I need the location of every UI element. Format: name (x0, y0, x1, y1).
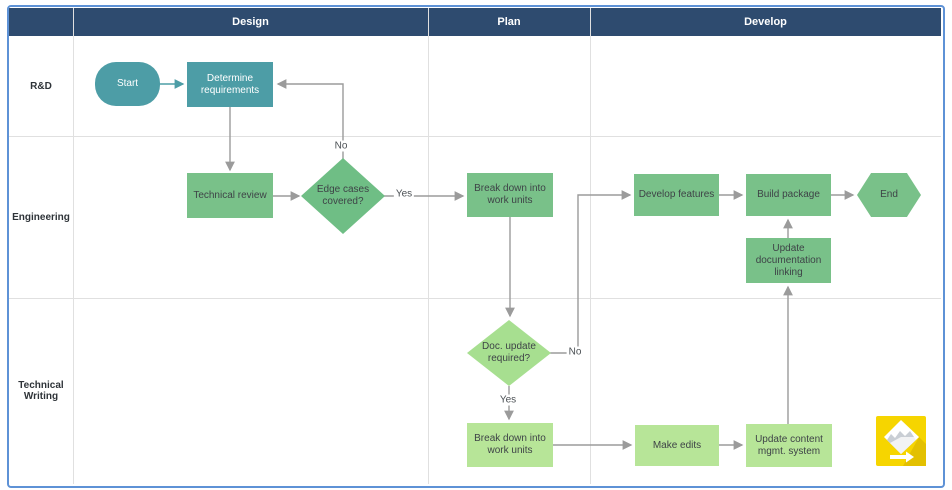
edge-label-yes-mid: Yes (393, 188, 415, 200)
diagram-app-logo-icon[interactable] (876, 416, 926, 466)
node-technical-review[interactable]: Technical review (187, 173, 273, 218)
node-break-down-work-units-tw[interactable]: Break down into work units (467, 423, 553, 467)
lane-label-rd: R&D (30, 80, 52, 92)
grid-vline-design-plan (428, 8, 429, 484)
grid-hline-engineering-tw (9, 298, 941, 299)
grid-vline-label-column (73, 8, 74, 484)
edge-doc-update-no-to-develop-features (550, 190, 632, 354)
node-break-down-work-units-eng[interactable]: Break down into work units (467, 173, 553, 217)
node-build-package[interactable]: Build package (746, 174, 831, 216)
node-end[interactable]: End (857, 173, 921, 217)
phase-header-plan: Plan (428, 8, 590, 36)
node-determine-requirements[interactable]: Determine requirements (187, 62, 273, 107)
edge-edge-cases-no-to-determine (276, 79, 344, 160)
lane-label-engineering: Engineering (12, 211, 70, 223)
phase-header-develop: Develop (590, 8, 941, 36)
edge-label-no-top: No (332, 140, 350, 152)
edge-label-no-right: No (566, 346, 584, 358)
node-update-content-mgmt-system[interactable]: Update content mgmt. system (746, 424, 832, 467)
node-make-edits[interactable]: Make edits (635, 425, 719, 466)
header-corner-cell (9, 8, 73, 36)
lane-label-technical-writing: Technical Writing (18, 380, 64, 402)
phase-header-design: Design (73, 8, 428, 36)
node-update-documentation-linking[interactable]: Update documentation linking (746, 238, 831, 283)
grid-vline-plan-develop (590, 8, 591, 484)
node-start[interactable]: Start (95, 62, 160, 106)
node-develop-features[interactable]: Develop features (634, 174, 719, 216)
grid-hline-rd-engineering (9, 136, 941, 137)
edge-label-yes-bottom: Yes (497, 394, 519, 406)
